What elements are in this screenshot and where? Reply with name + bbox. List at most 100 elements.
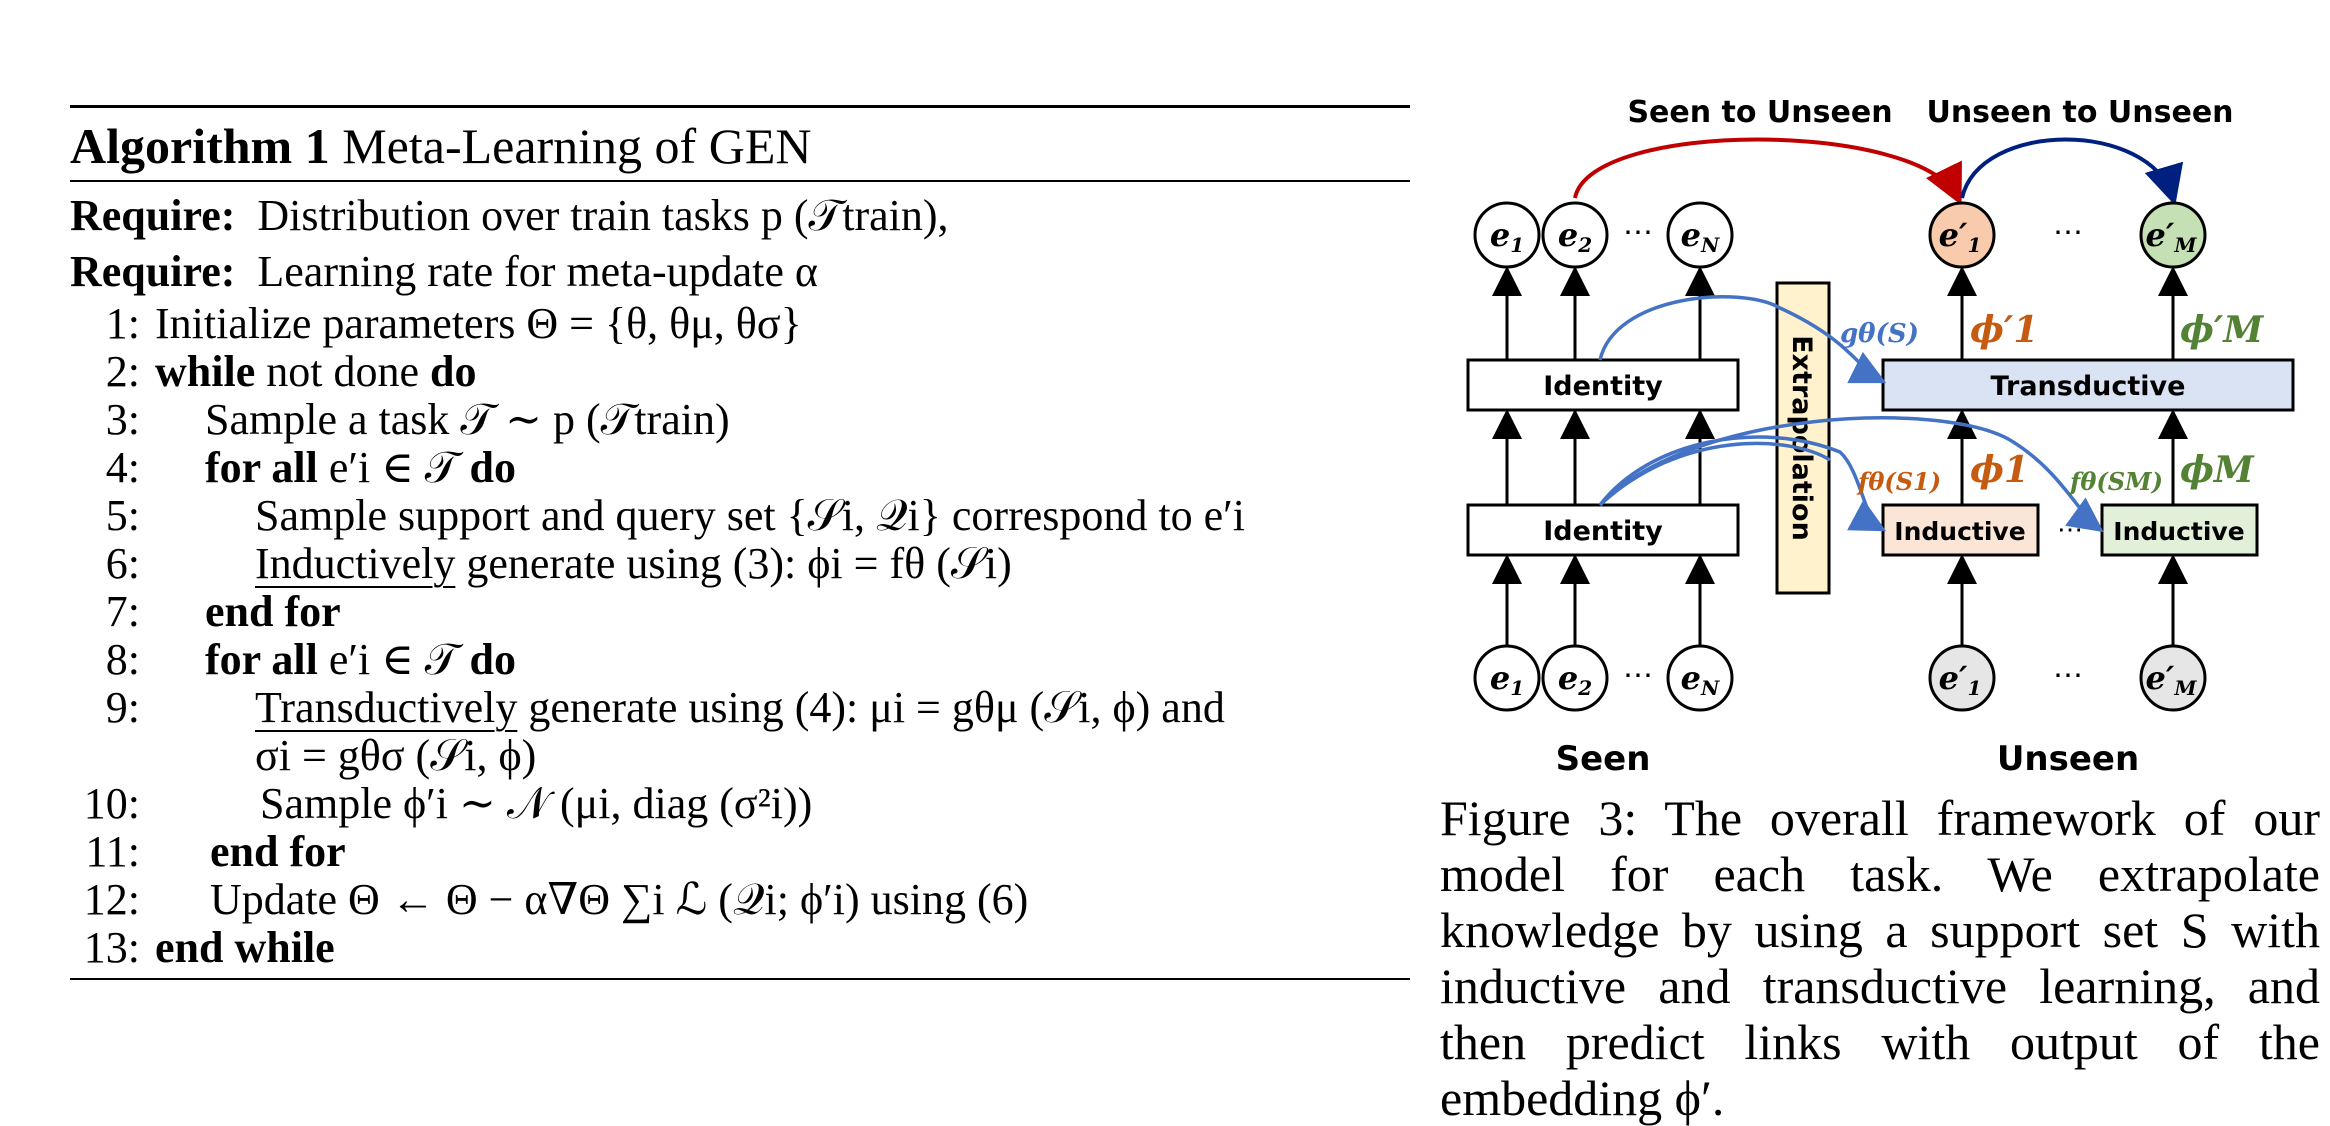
line-number: 4:: [105, 443, 140, 492]
line-number: 2:: [105, 347, 140, 396]
step-text: Sample support and query set {𝒮i, 𝒬i} co…: [255, 491, 1245, 540]
algorithm-line: 11: end for: [70, 828, 1410, 876]
line-number: 6:: [105, 539, 140, 588]
identity-label: Identity: [1543, 371, 1663, 402]
step-text: σi = gθσ (𝒮i, ϕ): [255, 731, 537, 780]
title-rule: [70, 180, 1410, 182]
step-text: e′i ∈ 𝒯: [328, 635, 459, 684]
seen-bottom-nodes: e1 e2 eN ⋯: [1473, 644, 1734, 712]
require-keyword: Require:: [70, 191, 236, 240]
step-text: Initialize parameters Θ = {θ, θμ, θσ}: [155, 299, 802, 348]
top-rule: [70, 105, 1410, 108]
line-content: Initialize parameters Θ = {θ, θμ, θσ}: [155, 300, 802, 348]
line-number: 13:: [83, 923, 140, 972]
framework-figure: Seen to Unseen Unseen to Unseen e1 e2 eN…: [1440, 80, 2310, 800]
dots: ⋯: [2053, 659, 2083, 692]
keyword: for all: [205, 635, 318, 684]
line-content: end for: [210, 828, 346, 876]
line-content: Update Θ ← Θ − α∇Θ ∑i ℒ (𝒬i; ϕ′i) using …: [210, 876, 1028, 924]
caption-label: Figure 3:: [1440, 790, 1638, 846]
svg-text:e′1: e′1: [1939, 216, 1982, 257]
algorithm-line-continuation: σi = gθσ (𝒮i, ϕ): [70, 732, 1410, 780]
underlined-term: Transductively: [255, 683, 518, 732]
phi1-prime-label: ϕ′1: [1970, 309, 2038, 351]
line-number: 1:: [105, 299, 140, 348]
algorithm-line: 12: Update Θ ← Θ − α∇Θ ∑i ℒ (𝒬i; ϕ′i) usi…: [70, 876, 1410, 924]
require-text: Learning rate for meta-update α: [257, 247, 818, 296]
inductive-label: Inductive: [2113, 517, 2244, 546]
line-number: 8:: [105, 635, 140, 684]
line-content: Sample support and query set {𝒮i, 𝒬i} co…: [255, 492, 1245, 540]
step-text: Sample a task 𝒯 ∼ p (𝒯train): [205, 395, 730, 444]
dots: ⋯: [2057, 515, 2083, 544]
keyword: do: [469, 443, 516, 492]
keyword: while: [155, 347, 256, 396]
keyword: end for: [205, 587, 341, 636]
svg-text:e′M: e′M: [2146, 659, 2198, 700]
algorithm-line: 7: end for: [70, 588, 1410, 636]
keyword: for all: [205, 443, 318, 492]
keyword: do: [469, 635, 516, 684]
algorithm-line: 9: Transductively generate using (4): μi …: [70, 684, 1410, 732]
bottom-rule: [70, 978, 1410, 980]
step-text: generate using (3): ϕi = fθ (𝒮i): [466, 539, 1012, 588]
line-number: 3:: [105, 395, 140, 444]
line-content: while not done do: [155, 348, 476, 396]
line-content: Transductively generate using (4): μi = …: [255, 684, 1225, 732]
phiM-prime-label: ϕ′M: [2180, 309, 2264, 351]
algorithm-line: 8: for all e′i ∈ 𝒯 do: [70, 636, 1410, 684]
f-theta-sM-label: fθ(SM): [2068, 467, 2163, 496]
seen-to-unseen-arrow: [1573, 137, 1962, 206]
line-number: 12:: [83, 875, 140, 924]
algorithm-name: Meta-Learning of GEN: [342, 118, 812, 174]
algorithm-title: Algorithm 1 Meta-Learning of GEN: [70, 108, 1410, 180]
keyword: end while: [155, 923, 335, 972]
svg-text:e2: e2: [1558, 659, 1592, 700]
transductive-box: [1881, 358, 2295, 412]
dots: ⋯: [1623, 659, 1653, 692]
algorithm-line: 10: Sample ϕ′i ∼ 𝒩 (μi, diag (σ²i)): [70, 780, 1410, 828]
g-theta-label: gθ(S): [1840, 319, 1919, 349]
line-number: 11:: [85, 827, 140, 876]
inductive-label: Inductive: [1894, 517, 2025, 546]
algorithm-line: 3: Sample a task 𝒯 ∼ p (𝒯train): [70, 396, 1410, 444]
framework-diagram: Seen to Unseen Unseen to Unseen e1 e2 eN…: [1466, 95, 2295, 779]
keyword: end for: [210, 827, 346, 876]
line-content: Sample a task 𝒯 ∼ p (𝒯train): [205, 396, 730, 444]
identity-box-lower: [1466, 503, 1740, 557]
require-line-1: Require: Distribution over train tasks p…: [70, 188, 1410, 244]
seen-label: Seen: [1556, 739, 1651, 779]
line-number: 9:: [105, 683, 140, 732]
identity-box-upper: [1466, 358, 1740, 412]
step-text: Sample ϕ′i ∼ 𝒩 (μi, diag (σ²i)): [260, 779, 813, 828]
phiM-label: ϕM: [2180, 449, 2255, 491]
unseen-top-nodes: e′1 e′M ⋯: [1928, 201, 2207, 269]
unseen-to-unseen-arrow: [1960, 137, 2184, 206]
keyword: do: [430, 347, 477, 396]
algorithm-line: 2: while not done do: [70, 348, 1410, 396]
algorithm-line: 4: for all e′i ∈ 𝒯 do: [70, 444, 1410, 492]
algorithm-steps: 1:Initialize parameters Θ = {θ, θμ, θσ} …: [70, 300, 1410, 972]
unseen-arrows: [1947, 266, 2188, 646]
unseen-to-unseen-label: Unseen to Unseen: [1926, 95, 2233, 130]
figure-caption: Figure 3: The overall framework of our m…: [1440, 790, 2320, 1126]
line-number: 5:: [105, 491, 140, 540]
algorithm-line: 5: Sample support and query set {𝒮i, 𝒬i} …: [70, 492, 1410, 540]
line-number: 7:: [105, 587, 140, 636]
require-line-2: Require: Learning rate for meta-update α: [70, 244, 1410, 300]
line-number: 10:: [83, 779, 140, 828]
line-content: Inductively generate using (3): ϕi = fθ …: [255, 540, 1012, 588]
f-theta-s1-label: fθ(S1): [1856, 467, 1941, 496]
phi1-label: ϕ1: [1970, 449, 2029, 491]
line-content: end while: [155, 924, 335, 972]
transductive-label: Transductive: [1991, 371, 2186, 402]
algorithm-label: Algorithm 1: [70, 118, 330, 174]
underlined-term: Inductively: [255, 539, 456, 588]
algorithm-block: Algorithm 1 Meta-Learning of GEN Require…: [70, 105, 1410, 980]
extrapolation-arrows: [1598, 295, 2104, 533]
seen-arrows: [1492, 266, 1715, 646]
step-text: generate using (4): μi = gθμ (𝒮i, ϕ) and: [528, 683, 1225, 732]
line-content: for all e′i ∈ 𝒯 do: [205, 444, 516, 492]
step-text: Update Θ ← Θ − α∇Θ ∑i ℒ (𝒬i; ϕ′i) using …: [210, 875, 1029, 924]
require-text: Distribution over train tasks p (𝒯train)…: [257, 191, 949, 240]
